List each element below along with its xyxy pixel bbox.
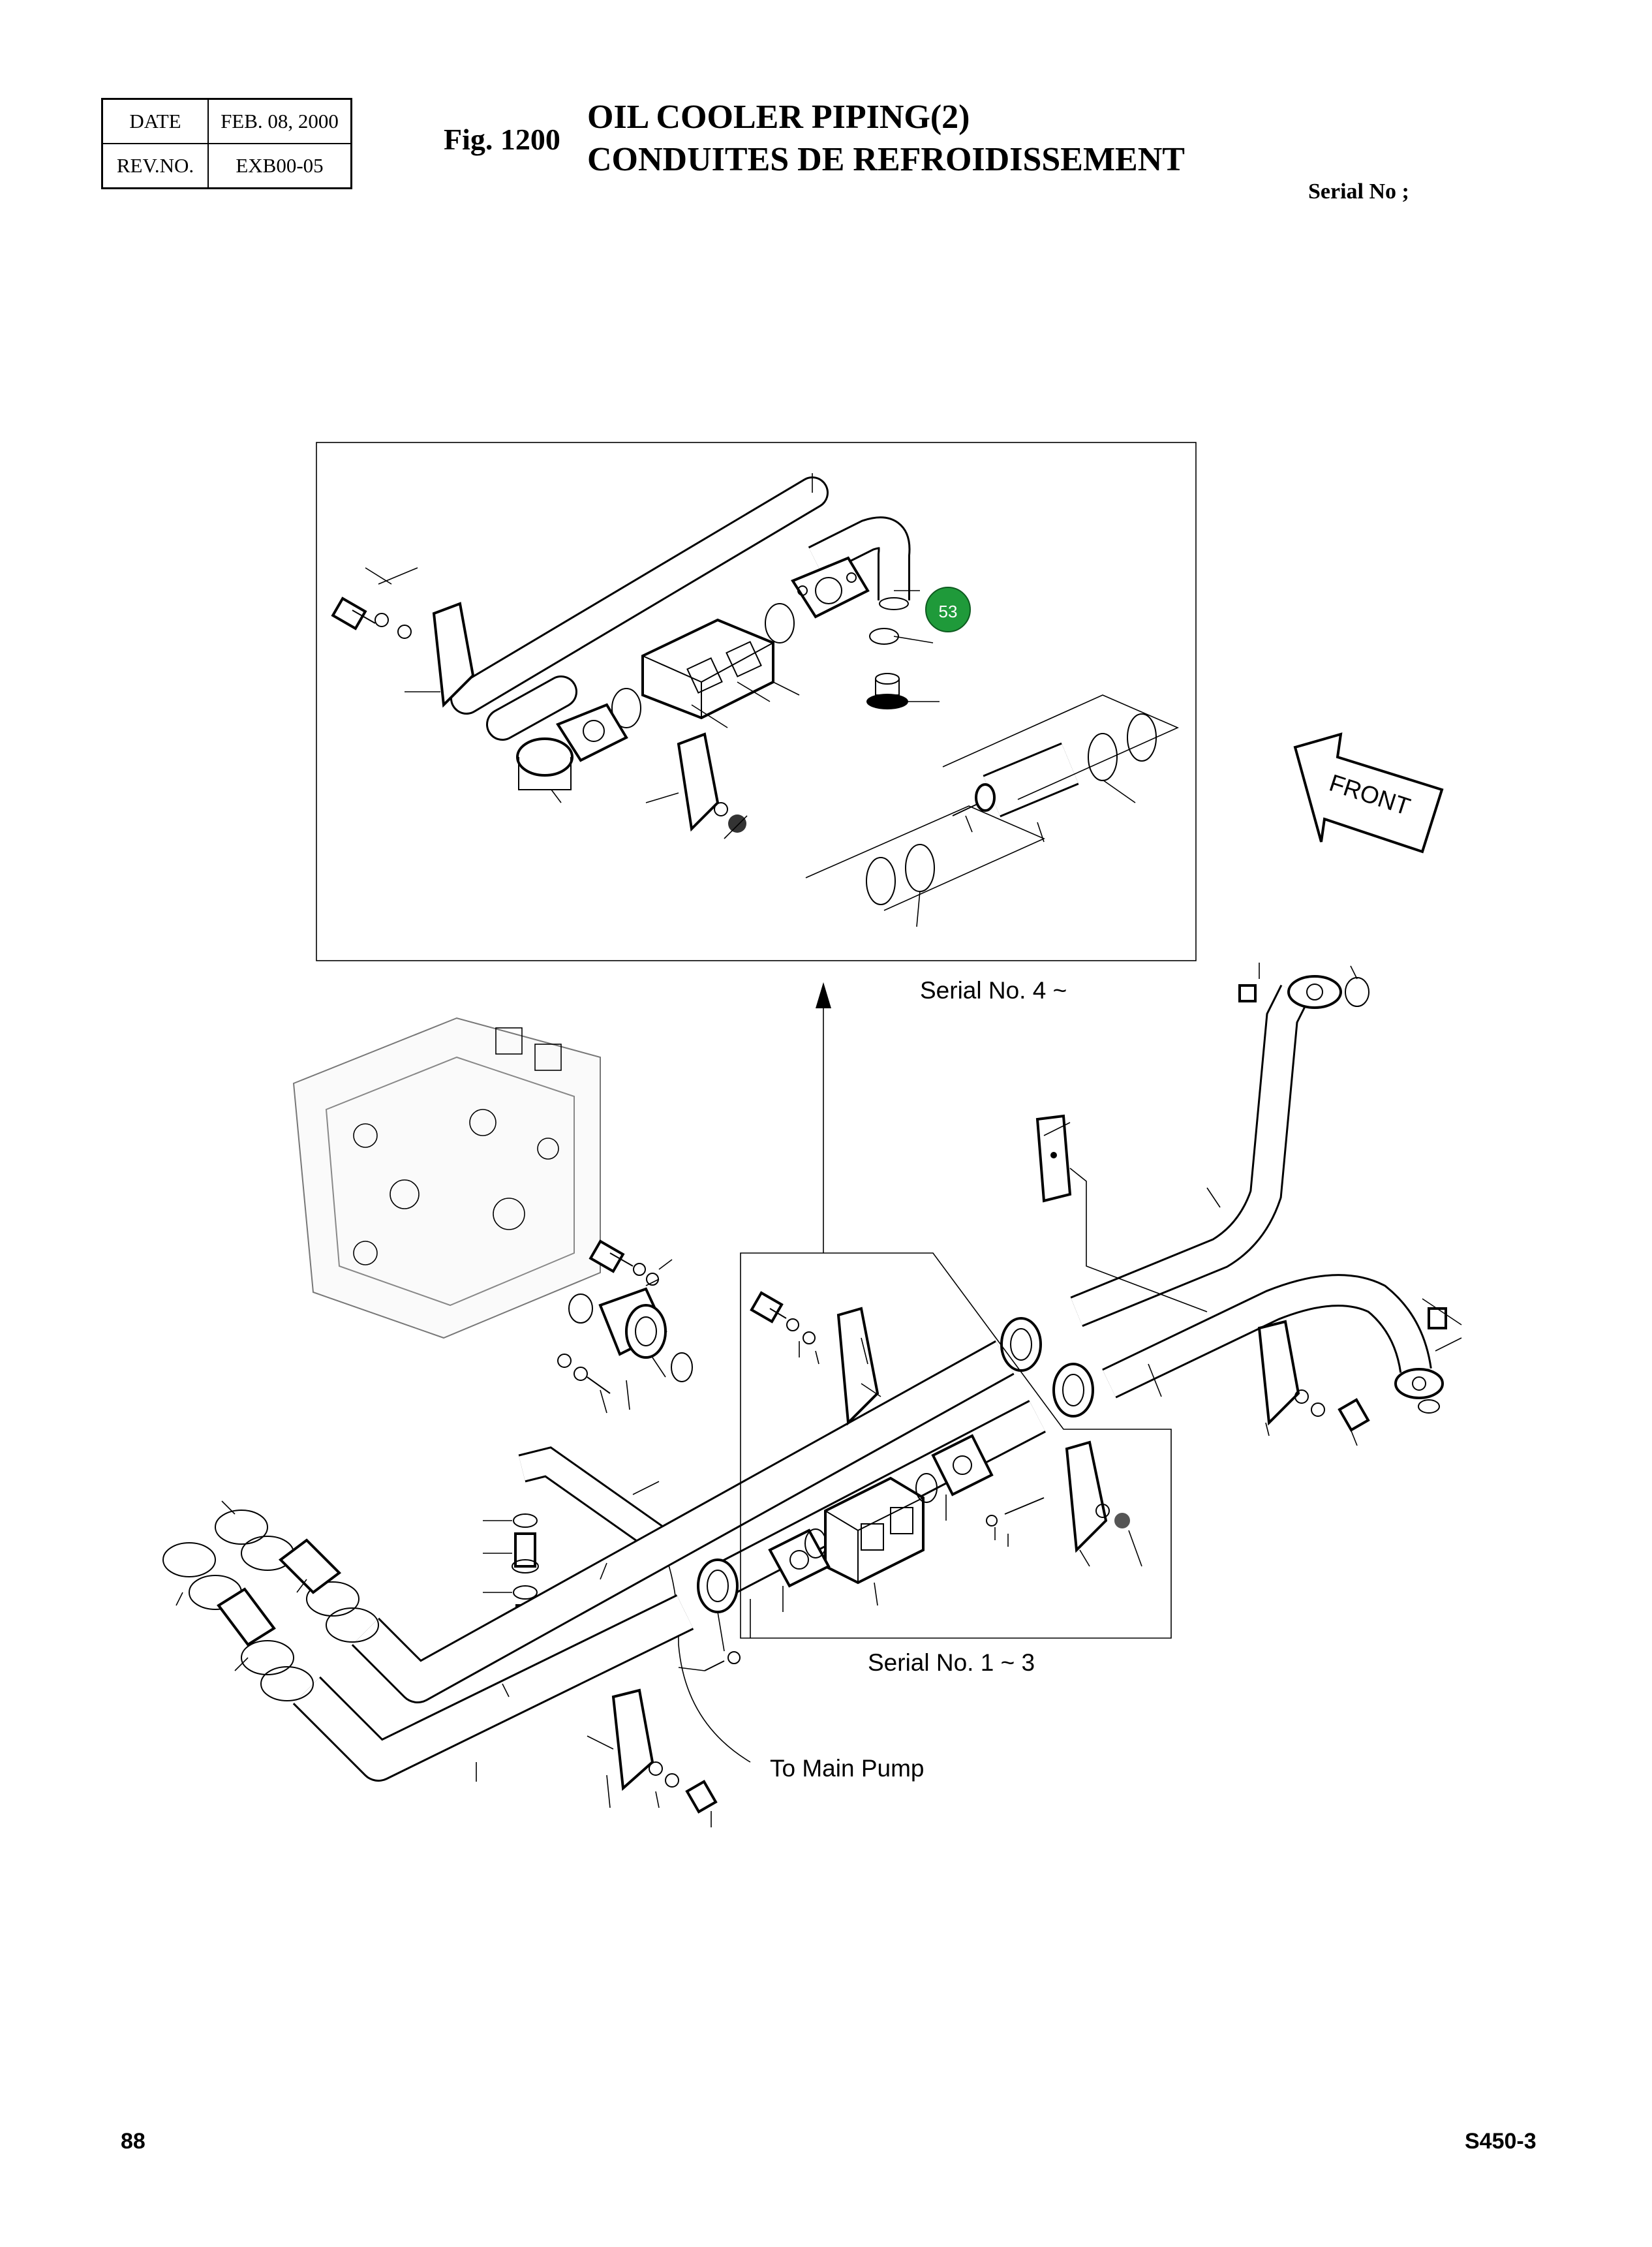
upper-flange-left — [516, 703, 628, 790]
right-pipe-upper — [1070, 984, 1310, 1327]
page-number: 88 — [121, 2129, 145, 2154]
to-main-pump-label: To Main Pump — [770, 1755, 925, 1782]
upper-bolt-left — [331, 597, 412, 639]
callout-53[interactable]: 53 — [925, 587, 971, 632]
leader-lines-upper — [365, 473, 1136, 927]
upper-hose — [952, 742, 1079, 818]
title-french: CONDUITES DE REFROIDISSEMENT — [587, 141, 1185, 178]
front-arrow: FRONT — [1293, 732, 1444, 854]
o-ring — [765, 603, 795, 643]
right-top-flange — [1238, 975, 1369, 1009]
lower-flanges — [768, 1434, 994, 1588]
inset-frame-lower — [740, 1252, 1172, 1639]
valve-port-fitting — [557, 1239, 693, 1394]
bracket — [677, 732, 720, 832]
bracket-line — [942, 694, 1179, 800]
bracket-line — [805, 805, 1045, 911]
upper-flange-right — [791, 556, 870, 619]
bracket — [432, 602, 475, 708]
title-english: OIL COOLER PIPING(2) — [587, 99, 970, 136]
bracket — [836, 1307, 880, 1426]
o-ring — [611, 688, 641, 728]
date-label: DATE — [101, 98, 209, 144]
upper-long-pipe — [450, 476, 829, 741]
o-ring — [869, 628, 899, 645]
control-valve — [292, 1017, 601, 1339]
bracket — [1065, 1440, 1108, 1553]
pipe-couplings — [697, 1317, 1094, 1613]
bracket — [611, 1688, 654, 1791]
callout-badge[interactable] — [925, 587, 971, 632]
drain-plug — [866, 673, 908, 709]
callout-number: 53 — [939, 602, 958, 621]
upper-cooler-block — [641, 618, 774, 720]
hose-to-main-pump — [518, 1446, 751, 1763]
figure-number: Fig. 1200 — [444, 123, 560, 156]
right-bottom-flange — [1394, 1307, 1447, 1414]
rev-label: REV.NO. — [101, 143, 209, 189]
inset-frame-upper — [316, 442, 1197, 961]
revision-table: DATE FEB. 08, 2000 REV.NO. EXB00-05 — [101, 98, 352, 189]
serial-lower-label: Serial No. 1 ~ 3 — [868, 1649, 1035, 1676]
bolts-lower — [649, 1291, 1370, 1814]
rev-value: EXB00-05 — [207, 143, 352, 189]
right-pipe-lower — [1102, 1274, 1432, 1399]
serial-heading: Serial No ; — [1308, 179, 1409, 204]
left-hoses-clamps — [162, 1510, 379, 1701]
lower-cooler-block — [824, 1476, 925, 1585]
upper-elbow-pipe — [808, 516, 911, 610]
inset-pointer — [816, 982, 831, 1253]
upper-bolt-right — [714, 802, 746, 833]
rubber-pad — [1035, 1114, 1072, 1203]
main-pipe-1 — [351, 1340, 1015, 1703]
date-value: FEB. 08, 2000 — [207, 98, 352, 144]
bracket — [1257, 1320, 1300, 1426]
model-number: S450-3 — [1465, 2129, 1537, 2154]
serial-upper-label: Serial No. 4 ~ — [920, 977, 1067, 1004]
leader-lines-lower — [176, 963, 1462, 1827]
main-pipe-2 — [292, 1594, 694, 1782]
